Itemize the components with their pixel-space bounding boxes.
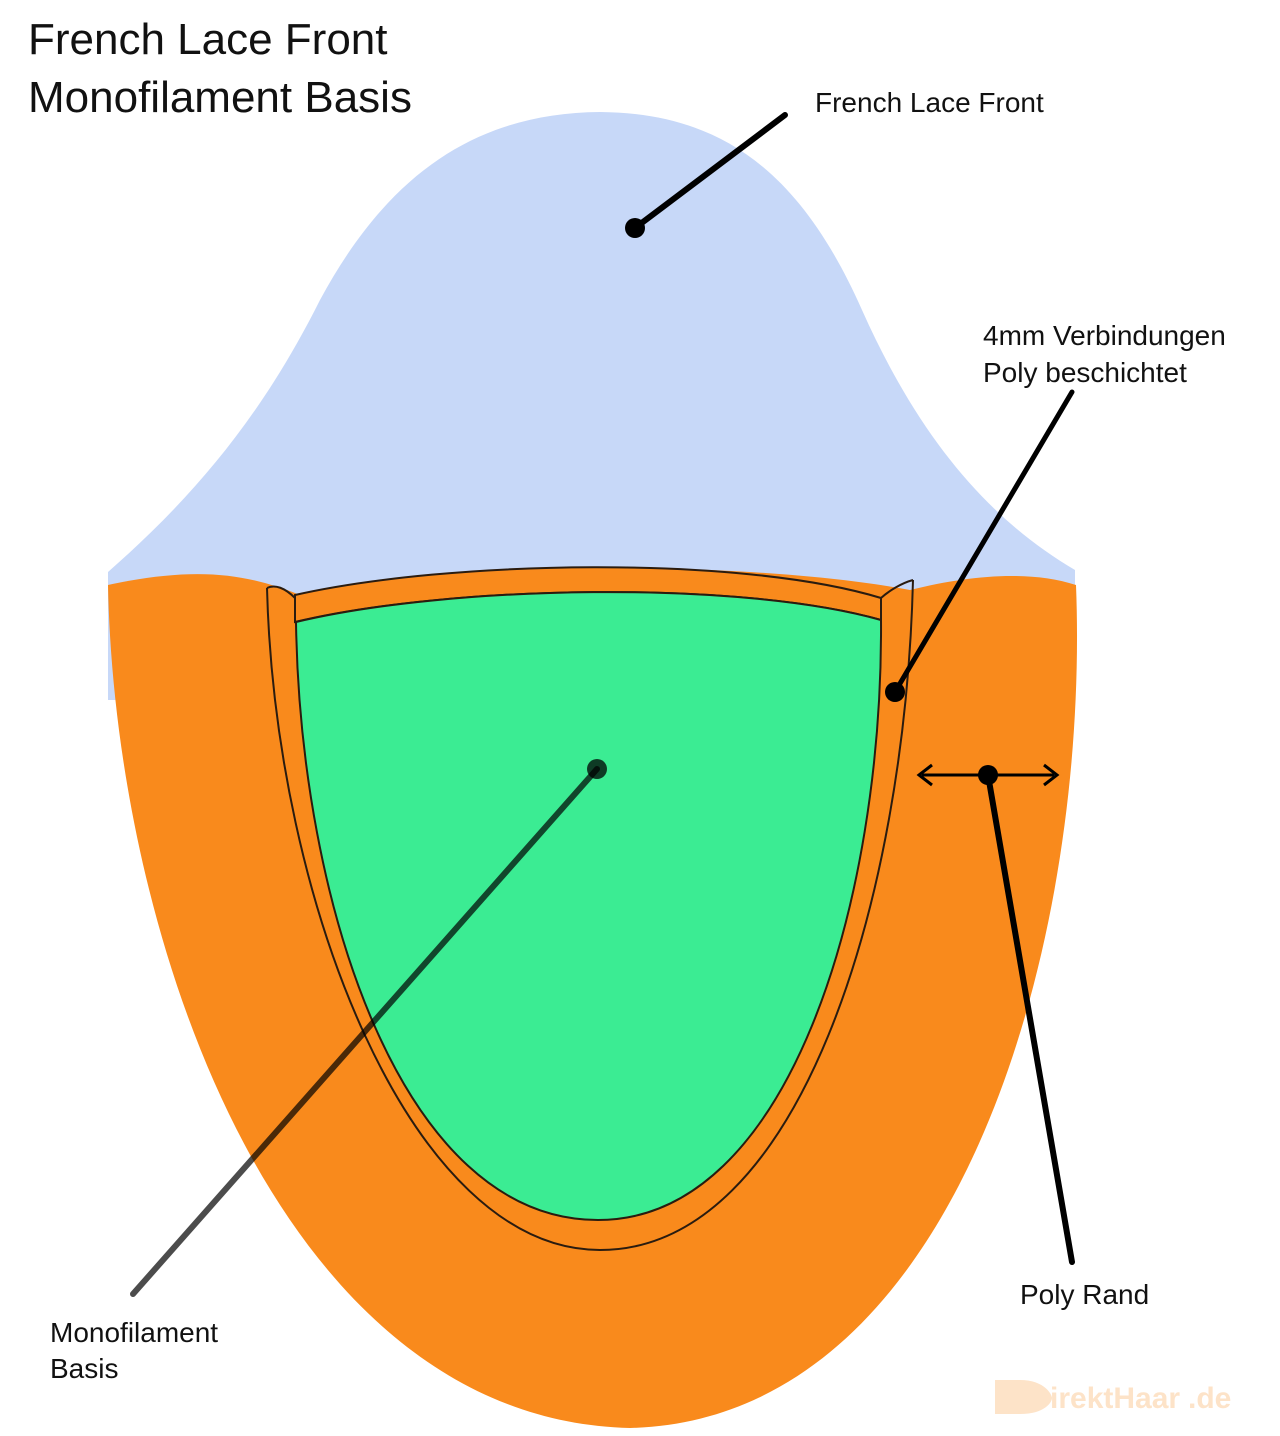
label-french-lace-front: French Lace Front [815,87,1044,118]
diagram-title-line1: French Lace Front [28,15,388,64]
monofilament-region [294,591,883,1222]
leader-verbindungen [892,389,1075,695]
connection-band-top-left [266,585,296,599]
leader-poly-rand [985,772,1075,1265]
dot-verbindungen [885,682,905,702]
watermark-brand: irektHaar [1050,1382,1180,1415]
label-poly-rand: Poly Rand [1020,1279,1149,1310]
dot-lace-front [625,218,645,238]
leader-monofilament [130,766,600,1297]
lace-front-region [108,112,1075,700]
diagram-title-line2: Monofilament Basis [28,73,412,122]
label-verbindungen-line1: 4mm Verbindungen [983,320,1226,351]
label-monofilament-line1: Monofilament [50,1317,218,1348]
watermark-d-icon [995,1380,1052,1414]
dot-monofilament [587,759,607,779]
label-verbindungen-line2: Poly beschichtet [983,357,1187,388]
dot-poly-rand [978,765,998,785]
leader-lace-front [632,112,788,231]
label-monofilament-line2: Basis [50,1353,118,1384]
connection-band-top-right [880,579,914,599]
watermark-logo: irektHaar .de [995,1380,1231,1415]
watermark-tld: .de [1188,1382,1231,1415]
connection-band-outline [266,579,914,1252]
arrowhead-left [916,763,933,787]
arrowhead-right [1043,763,1060,787]
